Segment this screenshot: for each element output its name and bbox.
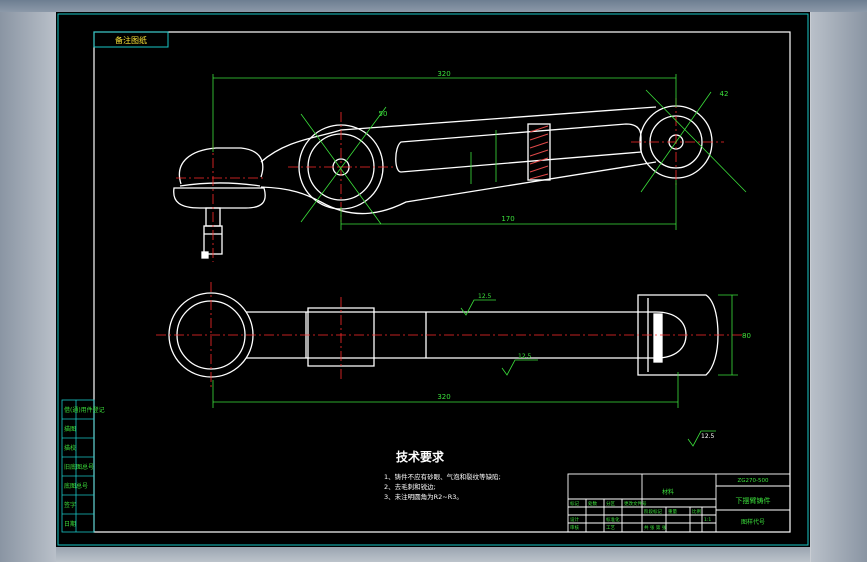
side-label-column [61, 399, 95, 533]
corner-label: 备注图纸 [115, 35, 147, 45]
bottom-right-bushing [653, 313, 663, 363]
tb-cell-zone: 分区 [606, 500, 615, 507]
tb-cell-review: 审核 [570, 524, 579, 531]
roughness-2: 12.5 [518, 353, 532, 360]
tb-cell-scale-value: 1:1 [704, 517, 711, 523]
tb-drawing-no: 图样代号 [741, 518, 765, 526]
corner-label-box [93, 31, 169, 48]
dim-top-total: 320 [437, 70, 450, 78]
slot-window [395, 123, 642, 173]
sheet-inner-border [93, 31, 791, 533]
arm-upper-edge [260, 106, 657, 163]
dim-right-dia: 42 [720, 90, 729, 98]
stud-nut [201, 251, 209, 259]
tb-cell-design: 设计 [570, 516, 579, 523]
tb-cell-change: 更改文件号 [624, 500, 647, 507]
tech-note-1: 1、铸件不应有砂眼、气泡和裂纹等缺陷; [384, 472, 501, 481]
dim-height: 80 [742, 332, 751, 340]
bottom-centerlines [156, 282, 746, 387]
roughness-general: 12.5 [701, 433, 715, 440]
side-label-7: 日期 [64, 520, 76, 528]
tech-note-2: 2、去毛刺和锐边; [384, 482, 436, 491]
tb-cell-stage: 阶段标记 [644, 508, 662, 515]
bottom-boss [307, 307, 375, 367]
bottom-dimensions [212, 294, 738, 447]
tech-note-3: 3、未注明圆角为R2~R3。 [384, 492, 463, 501]
tb-part-name: 下摆臂铸件 [736, 496, 771, 505]
tb-cell-weight: 重量 [668, 508, 677, 515]
side-label-4: 旧底图总号 [64, 463, 94, 471]
window-left-border [0, 12, 56, 562]
side-label-1: 借(通)用件登记 [64, 406, 105, 414]
dim-bottom-total: 320 [437, 393, 450, 401]
sheet-outer-border [57, 13, 809, 546]
top-dimensions [212, 74, 747, 230]
tb-cell-mark: 标记 [570, 500, 579, 507]
section-block [527, 123, 551, 181]
side-label-2: 描图 [64, 425, 76, 433]
roughness-1: 12.5 [478, 293, 492, 300]
tb-cell-count: 处数 [588, 500, 597, 507]
tb-cell-scale: 比例 [692, 508, 701, 515]
tb-cell-process: 工艺 [606, 525, 615, 531]
section-hatch [529, 125, 549, 180]
tb-cell-standard: 标准化 [606, 516, 620, 523]
tb-material: ZG270-500 [737, 478, 769, 484]
side-label-6: 签字 [64, 501, 76, 509]
side-label-3: 描校 [64, 444, 76, 452]
tb-cell-sheets: 共 张 第 张 [644, 524, 667, 531]
tb-material-label: 材料 [662, 488, 674, 496]
top-view [173, 105, 713, 259]
drawing-canvas[interactable]: 备注图纸 [56, 12, 810, 547]
ball-joint-rim [179, 182, 261, 187]
drawing-svg: 备注图纸 [57, 13, 809, 546]
window-right-border [811, 12, 867, 562]
side-labels: 借(通)用件登记 描图 描校 旧底图总号 底图总号 签字 日期 [64, 406, 105, 528]
title-block-cells: 标记 处数 分区 更改文件号 设计 标准化 阶段标记 重量 比例 1:1 审核 … [570, 500, 711, 531]
title-block [567, 473, 791, 533]
tech-title: 技术要求 [396, 449, 445, 464]
dim-left-dia: 50 [379, 110, 388, 118]
dim-top-bottom: 170 [501, 215, 514, 223]
window-bottom-border [56, 547, 810, 562]
side-label-5: 底图总号 [64, 482, 88, 490]
ball-joint-base [173, 187, 266, 209]
ball-joint-top [178, 147, 264, 185]
arm-lower-edge [260, 161, 657, 215]
window-top-border [0, 0, 867, 12]
